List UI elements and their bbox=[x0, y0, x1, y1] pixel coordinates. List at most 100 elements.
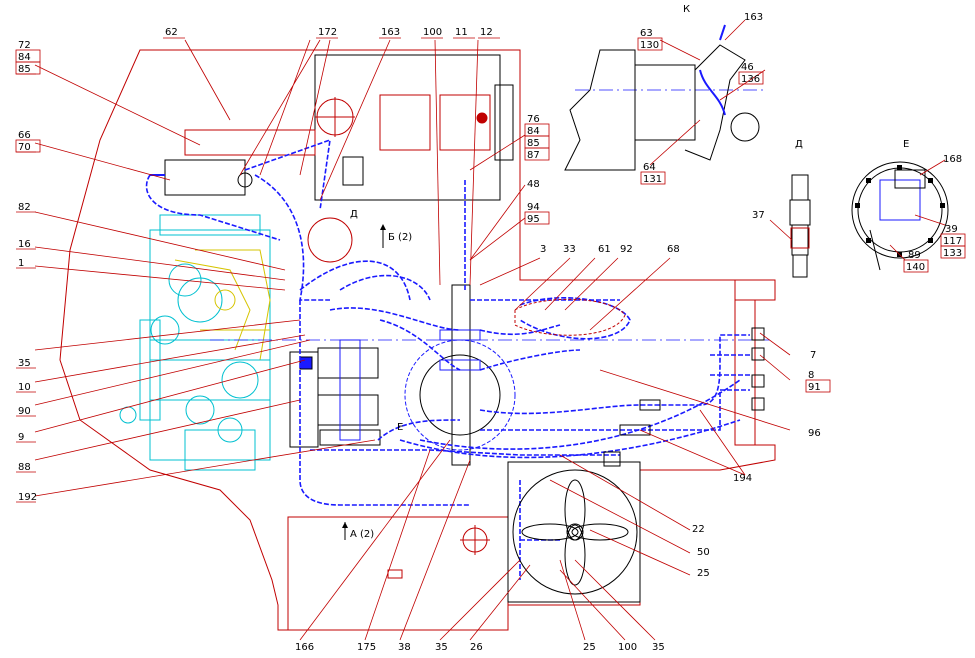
pump-distributor bbox=[404, 284, 516, 466]
callout-16: 16 bbox=[18, 239, 31, 250]
callout-text: 84 bbox=[18, 52, 31, 63]
oil-cooler bbox=[507, 451, 641, 603]
view-k-callout-130: 130 bbox=[640, 40, 659, 51]
view-d-title: Д bbox=[795, 139, 803, 150]
callout-text: 68 bbox=[667, 244, 680, 255]
view-k-callout-163: 163 bbox=[744, 12, 763, 23]
callout-bottom-175: 175 bbox=[357, 642, 376, 653]
callout-text: 85 bbox=[18, 64, 31, 75]
lower-block bbox=[387, 525, 490, 579]
callout-9: 9 bbox=[18, 432, 24, 443]
callout-bottom-35: 35 bbox=[435, 642, 448, 653]
view-e-callout-89: 89 bbox=[908, 250, 921, 261]
callout-text: 48 bbox=[527, 179, 540, 190]
view-k-callout-64: 64 bbox=[643, 162, 656, 173]
callout-text: 50 bbox=[697, 547, 710, 558]
detail-d-mark: Д bbox=[350, 209, 358, 220]
view-e-callout-39: 39 bbox=[945, 224, 958, 235]
callout-text: 25 bbox=[697, 568, 710, 579]
callout-bottom-25: 25 bbox=[583, 642, 596, 653]
callout-text: 88 bbox=[18, 462, 31, 473]
callout-text: 8 bbox=[808, 370, 814, 381]
callout-194: 194 bbox=[733, 473, 752, 484]
view-k-callout-46: 46 bbox=[741, 62, 754, 73]
callout-1: 1 bbox=[18, 258, 24, 269]
view-e: Е bbox=[851, 139, 949, 271]
callout-top-163: 163 bbox=[381, 27, 400, 38]
callout-25-right: 25 bbox=[697, 568, 710, 579]
callout-bottom-100: 100 bbox=[618, 642, 637, 653]
callout-68: 68 bbox=[667, 244, 680, 255]
callout-text: 22 bbox=[692, 524, 705, 535]
engine-block bbox=[119, 214, 271, 471]
callout-text: 91 bbox=[808, 382, 821, 393]
section-a-label: А (2) bbox=[350, 529, 374, 540]
view-k-title: К bbox=[683, 4, 690, 15]
callout-bottom-35: 35 bbox=[652, 642, 665, 653]
leader-lines bbox=[34, 39, 791, 641]
callout-22: 22 bbox=[692, 524, 705, 535]
callout-text: 7 bbox=[810, 350, 816, 361]
view-k-callout-63: 63 bbox=[640, 28, 653, 39]
callout-90: 90 bbox=[18, 406, 31, 417]
view-e-callout-168: 168 bbox=[943, 154, 962, 165]
callout-61: 61 bbox=[598, 244, 611, 255]
callout-text: 70 bbox=[18, 142, 31, 153]
view-e-title: Е bbox=[903, 139, 909, 150]
callout-192: 192 bbox=[18, 492, 37, 503]
callout-10: 10 bbox=[18, 382, 31, 393]
callout-text: 85 bbox=[527, 138, 540, 149]
view-d: Д bbox=[769, 139, 811, 278]
callout-text: 94 bbox=[527, 202, 540, 213]
section-b-label: Б (2) bbox=[388, 232, 412, 243]
callout-text: 87 bbox=[527, 150, 540, 161]
callout-top-62: 62 bbox=[165, 27, 178, 38]
detail-e-mark: Е bbox=[397, 422, 403, 433]
callout-7: 7 bbox=[810, 350, 816, 361]
view-k-callout-136: 136 bbox=[741, 74, 760, 85]
return-pipe bbox=[514, 298, 626, 336]
callout-text: 84 bbox=[527, 126, 540, 137]
view-e-callout-133: 133 bbox=[943, 248, 962, 259]
callout-3: 3 bbox=[540, 244, 546, 255]
callout-text: 3 bbox=[540, 244, 546, 255]
section-marks: Б (2) А (2) Д Е bbox=[307, 209, 412, 540]
callout-bottom-26: 26 bbox=[470, 642, 483, 653]
tank bbox=[314, 54, 514, 201]
callout-text: 33 bbox=[563, 244, 576, 255]
callout-33: 33 bbox=[563, 244, 576, 255]
callout-bottom-166: 166 bbox=[295, 642, 314, 653]
callout-text: 192 bbox=[18, 492, 37, 503]
view-e-callout-140: 140 bbox=[906, 262, 925, 273]
view-d-callout-37: 37 bbox=[752, 210, 765, 221]
callout-96: 96 bbox=[808, 428, 821, 439]
bottom-labels: 166 175 38 35 26 25 100 35 bbox=[295, 642, 665, 653]
view-e-callout-117: 117 bbox=[943, 236, 962, 247]
callout-top-12: 12 bbox=[480, 27, 493, 38]
view-k-callout-131: 131 bbox=[643, 174, 662, 185]
callout-text: 96 bbox=[808, 428, 821, 439]
centre-lines bbox=[210, 89, 770, 341]
callout-50: 50 bbox=[697, 547, 710, 558]
callout-text: 95 bbox=[527, 214, 540, 225]
callout-35: 35 bbox=[18, 358, 31, 369]
callout-48: 48 bbox=[527, 179, 540, 190]
callout-bottom-38: 38 bbox=[398, 642, 411, 653]
callout-text: 82 bbox=[18, 202, 31, 213]
callout-text: 61 bbox=[598, 244, 611, 255]
callout-text: 92 bbox=[620, 244, 633, 255]
callout-text: 194 bbox=[733, 473, 752, 484]
filter-unit bbox=[150, 129, 316, 196]
callout-text: 90 bbox=[18, 406, 31, 417]
right-fittings bbox=[619, 327, 765, 436]
callout-text: 16 bbox=[18, 239, 31, 250]
valve-block bbox=[289, 339, 381, 448]
callout-text: 1 bbox=[18, 258, 24, 269]
